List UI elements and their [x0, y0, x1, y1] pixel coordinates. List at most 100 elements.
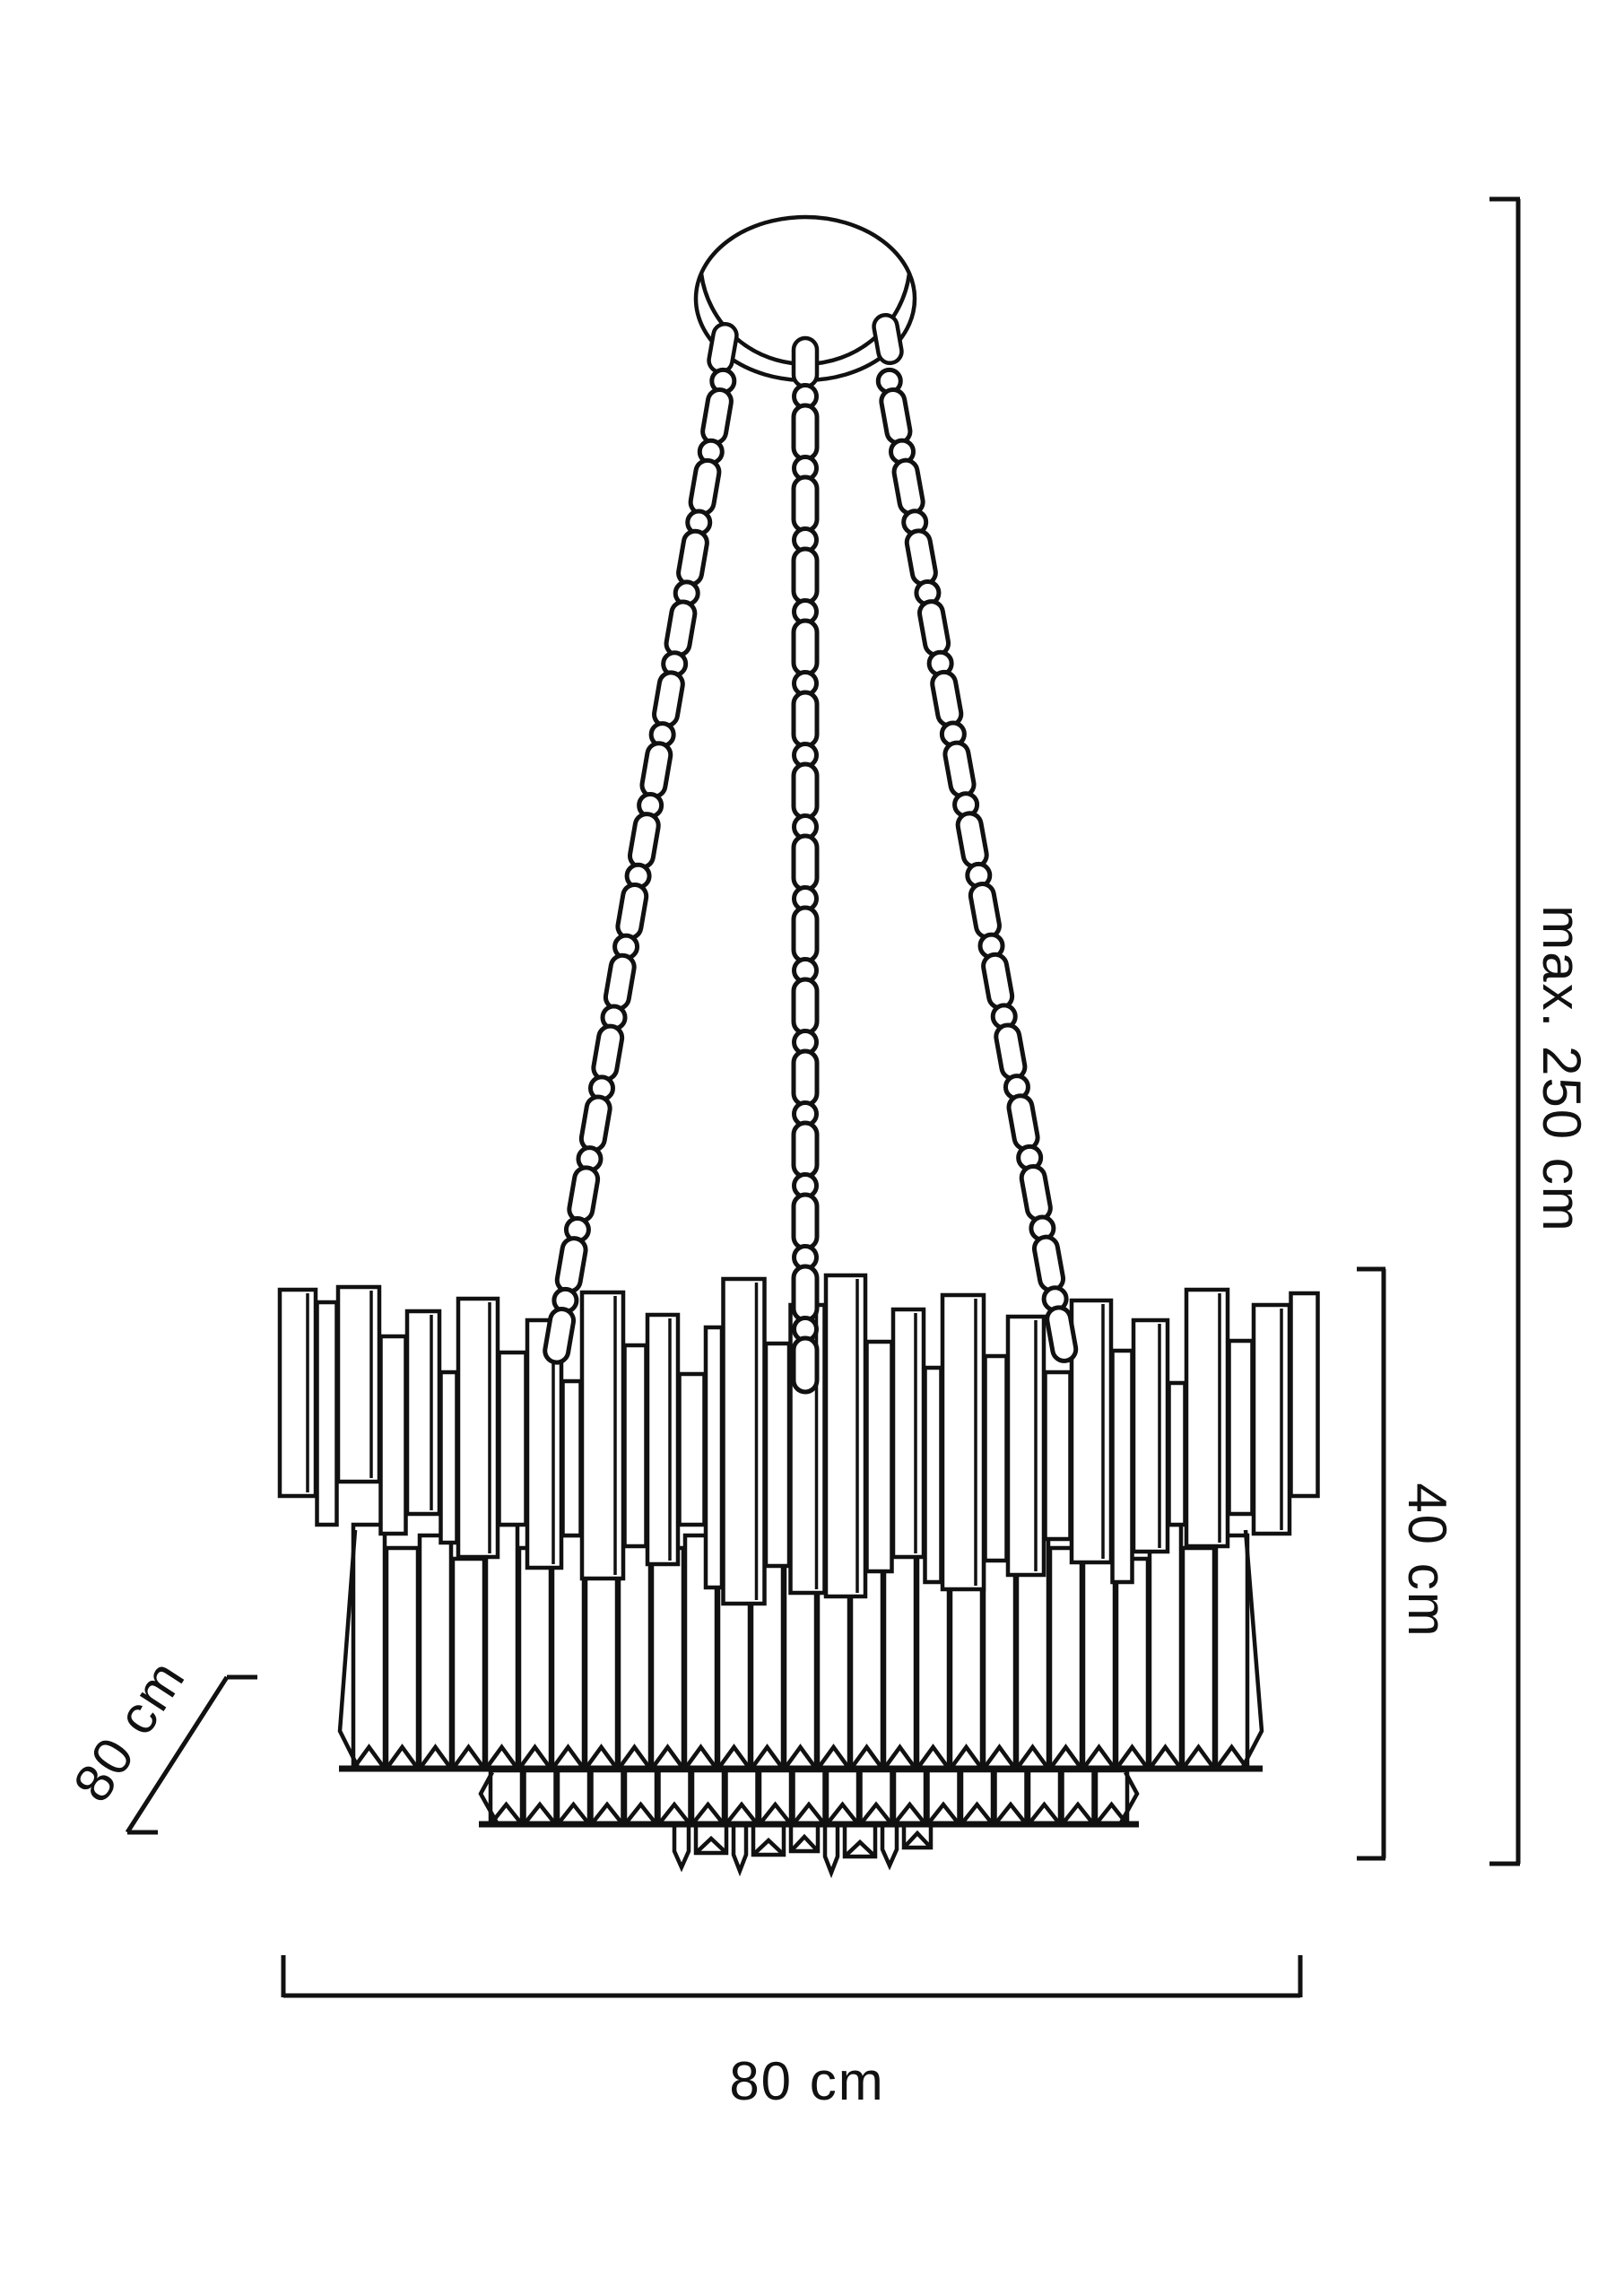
crystal-bar: [315, 1300, 339, 1527]
strip-facet-tier2: [1148, 1744, 1183, 1770]
strip-facet-tier2: [617, 1744, 652, 1770]
crystal-strip-tier2: [384, 1545, 421, 1771]
chain-link: [791, 1335, 820, 1395]
chain-link: [879, 387, 913, 446]
crystal-bar: [1110, 1348, 1134, 1585]
chain-link: [791, 546, 820, 605]
chain-link: [652, 670, 685, 728]
crystal-strip-tier2: [550, 1533, 586, 1771]
chain-link: [891, 457, 925, 517]
chain-link: [688, 457, 722, 517]
crystal-bar: [404, 1309, 442, 1517]
crystal-bar: [645, 1312, 681, 1567]
crystal-bar: [677, 1371, 707, 1527]
crystal-bar: [335, 1284, 382, 1484]
strip-facet-tier2: [750, 1744, 785, 1770]
strip-facet-tier2: [385, 1744, 420, 1770]
chain-link: [554, 1236, 588, 1294]
strip-facet-tier3: [589, 1801, 625, 1826]
canopy-hook: [872, 312, 904, 366]
crystal-bar: [378, 1334, 408, 1536]
chain-link: [664, 599, 698, 658]
strip-facet-tier3: [758, 1801, 793, 1826]
strip-facet-tier2: [849, 1744, 884, 1770]
chain-link: [955, 811, 989, 869]
crystal-strip-tier2: [1047, 1545, 1084, 1771]
chain-link: [968, 882, 1002, 940]
chain-link: [904, 528, 938, 587]
strip-facet-tier2: [716, 1744, 751, 1770]
max-height-dimension-line: [1489, 196, 1521, 1866]
hanging-chain: [791, 383, 820, 1395]
crystal-bar: [277, 1287, 318, 1499]
crystal-strip-tier2: [981, 1556, 1018, 1771]
fixture-depth-label: 80 cm: [62, 1649, 197, 1813]
crystal-strip-tier2: [483, 1522, 520, 1771]
crystal-bar: [579, 1290, 626, 1581]
strip-facet-tier2: [517, 1744, 552, 1770]
chain-link: [791, 618, 820, 677]
crystal-bar: [763, 1341, 792, 1569]
hanging-chain: [543, 367, 737, 1365]
crystal-bar: [1069, 1298, 1114, 1565]
width-dimension-line: [281, 1955, 1303, 1998]
crystal-bar: [823, 1273, 868, 1599]
crystal-bar: [983, 1353, 1009, 1563]
strip-facet-tier3: [656, 1801, 692, 1826]
chain-link: [930, 669, 964, 728]
chains-group: [543, 367, 1079, 1395]
strip-facet-tier2: [916, 1744, 951, 1770]
crystal-bar: [1251, 1302, 1292, 1536]
pendant-crystal-point: [731, 1824, 749, 1877]
chain-link: [700, 387, 734, 446]
strip-facet-tier2: [783, 1744, 818, 1770]
strip-facet-tier3: [993, 1801, 1029, 1826]
strip-facet-tier3: [556, 1801, 591, 1826]
max-hanging-height-label: max. 250 cm: [1532, 905, 1592, 1232]
crystal-bar: [1005, 1314, 1046, 1578]
tier2-right-corner: [1240, 1529, 1264, 1770]
crystal-strip-tier2: [351, 1522, 387, 1771]
fixture-height-label: 40 cm: [1397, 1483, 1457, 1638]
crystal-bar: [923, 1365, 943, 1585]
strip-facet-tier2: [451, 1744, 486, 1770]
pendant-facet: [751, 1837, 786, 1857]
strip-facet-tier3: [724, 1801, 760, 1826]
crystal-strip-tier2: [583, 1556, 620, 1771]
strip-facet-tier2: [683, 1744, 718, 1770]
pendant-facet: [694, 1835, 728, 1855]
chain-link: [791, 403, 820, 462]
crystal-bar: [497, 1350, 528, 1527]
fixture-height-dimension-line: [1357, 1266, 1386, 1861]
crystal-strip-tier2: [1114, 1556, 1151, 1771]
strip-facet-tier2: [1081, 1744, 1116, 1770]
chain-link: [791, 690, 820, 749]
crystal-bar: [703, 1325, 725, 1590]
strip-facet-tier2: [1048, 1744, 1083, 1770]
strip-facet-tier2: [418, 1744, 453, 1770]
strip-facet-tier2: [1181, 1744, 1216, 1770]
strip-facet-tier3: [825, 1801, 860, 1826]
chain-link: [603, 952, 637, 1012]
tier3-left-corner: [478, 1770, 499, 1826]
fixture-width-label: 80 cm: [729, 2051, 884, 2111]
chain-link: [791, 474, 820, 534]
chain-link: [791, 905, 820, 964]
chain-link: [791, 1120, 820, 1179]
pendant-facet: [789, 1833, 820, 1853]
chandelier-body-group: [277, 1273, 1320, 1879]
tier3-right-corner: [1118, 1770, 1140, 1826]
crystal-bar: [721, 1276, 767, 1606]
strip-facet-tier3: [858, 1801, 894, 1826]
crystal-bar: [560, 1378, 583, 1538]
pendant-crystal-point: [822, 1824, 840, 1879]
chain-link: [543, 1307, 577, 1365]
chain-link: [1019, 1163, 1053, 1222]
chain-link: [994, 1022, 1028, 1081]
chain-link: [627, 812, 661, 870]
depth-dimension-line: [125, 1674, 257, 1835]
strip-facet-tier3: [1027, 1801, 1062, 1826]
crystal-strip-tier2: [1180, 1545, 1217, 1771]
